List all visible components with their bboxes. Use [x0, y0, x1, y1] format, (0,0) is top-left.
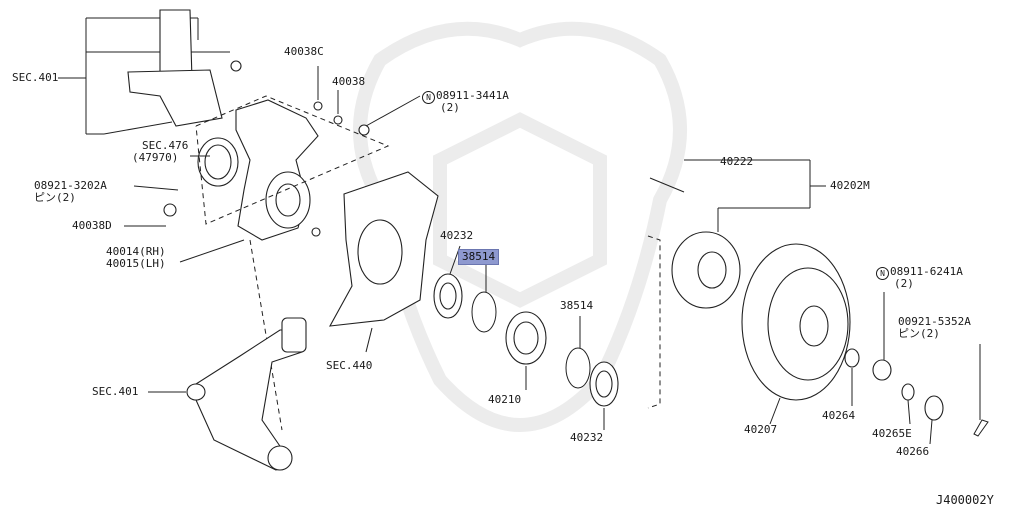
label-40038c: 40038C: [284, 45, 324, 58]
label-38514-highlighted[interactable]: 38514: [458, 249, 500, 265]
label-pin-right: 00921-5352A: [898, 315, 971, 328]
label-nut-top-qty: (2): [440, 101, 460, 114]
leader-lines: [124, 66, 981, 445]
steering-knuckle: [163, 95, 390, 431]
n-circle-icon: N: [422, 91, 435, 104]
label-40207: 40207: [744, 423, 778, 436]
label-40038d: 40038D: [72, 219, 112, 232]
strut-assembly: [58, 9, 242, 135]
label-40265e: 40265E: [872, 427, 912, 440]
label-40222: 40222: [720, 155, 754, 168]
label-38514: 38514: [560, 299, 594, 312]
bearing-parts: [433, 235, 661, 409]
splash-shield: [329, 171, 439, 327]
hub-and-rotor: [649, 177, 989, 437]
label-40014: 40014(RH): [106, 245, 166, 258]
label-sec401-top: SEC.401: [12, 71, 59, 84]
label-40264: 40264: [822, 409, 856, 422]
label-sec401-bottom: SEC.401: [92, 385, 139, 398]
label-40038: 40038: [332, 75, 366, 88]
label-sec476: SEC.476: [142, 139, 189, 152]
label-ref-code: J400002Y: [936, 493, 994, 507]
part-number: 08911-3441A: [436, 89, 509, 102]
lower-control-arm: [186, 317, 307, 471]
label-pin-left-qty: ピン(2): [34, 191, 76, 204]
label-40232-top: 40232: [440, 229, 474, 242]
label-pin-right-qty: ピン(2): [898, 327, 940, 340]
part-number: 08911-6241A: [890, 265, 963, 278]
label-sec476-sub: (47970): [132, 151, 179, 164]
label-sec440: SEC.440: [326, 359, 373, 372]
label-40266: 40266: [896, 445, 930, 458]
n-circle-icon: N: [876, 267, 889, 280]
label-40232-bottom: 40232: [570, 431, 604, 444]
label-40202m: 40202M: [830, 179, 870, 192]
label-40210: 40210: [488, 393, 522, 406]
label-40015: 40015(LH): [106, 257, 166, 270]
label-nut-right-qty: (2): [894, 277, 914, 290]
label-pin-left: 08921-3202A: [34, 179, 107, 192]
